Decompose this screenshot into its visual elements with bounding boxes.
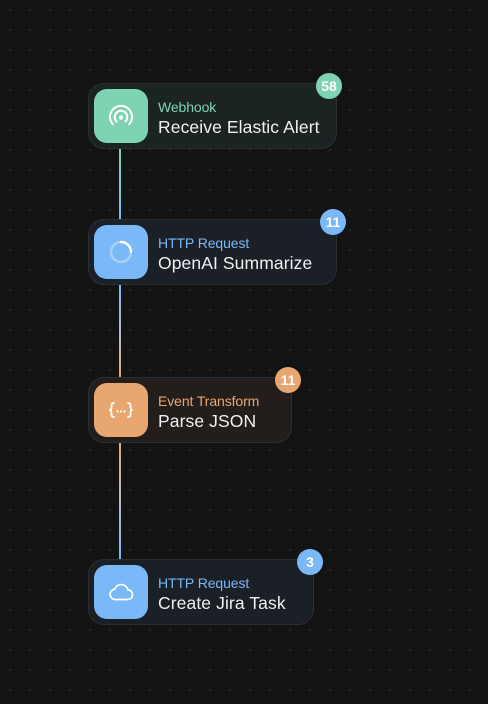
node-title: Parse JSON (158, 411, 257, 431)
connector-parse-to-jira (119, 441, 121, 561)
node-title: Create Jira Task (158, 593, 286, 613)
node-openai-summarize[interactable]: HTTP Request OpenAI Summarize 11 (88, 209, 346, 285)
node-type-label: Webhook (158, 99, 217, 115)
node-parse-json[interactable]: Event Transform Parse JSON 11 (88, 367, 301, 443)
webhook-signal-icon (109, 104, 133, 126)
node-title: OpenAI Summarize (158, 253, 313, 273)
cloud-icon (109, 583, 134, 601)
connector-webhook-to-openai (119, 148, 121, 222)
event-count-badge: 58 (316, 73, 342, 99)
node-create-jira-task[interactable]: HTTP Request Create Jira Task 3 (88, 549, 323, 625)
loading-spinner-icon (109, 240, 133, 264)
connector-openai-to-parse (119, 283, 121, 380)
node-type-label: HTTP Request (158, 575, 250, 591)
node-receive-elastic-alert[interactable]: Webhook Receive Elastic Alert 58 (88, 73, 342, 149)
event-count-badge: 11 (320, 209, 346, 235)
node-title: Receive Elastic Alert (158, 117, 320, 137)
node-icon-container (94, 383, 148, 437)
event-count-badge: 11 (275, 367, 301, 393)
node-type-label: HTTP Request (158, 235, 250, 251)
json-braces-icon (109, 402, 133, 418)
event-count-badge: 3 (297, 549, 323, 575)
node-icon-container (94, 225, 148, 279)
node-icon-container (94, 565, 148, 619)
node-type-label: Event Transform (158, 393, 260, 409)
node-icon-container (94, 89, 148, 143)
